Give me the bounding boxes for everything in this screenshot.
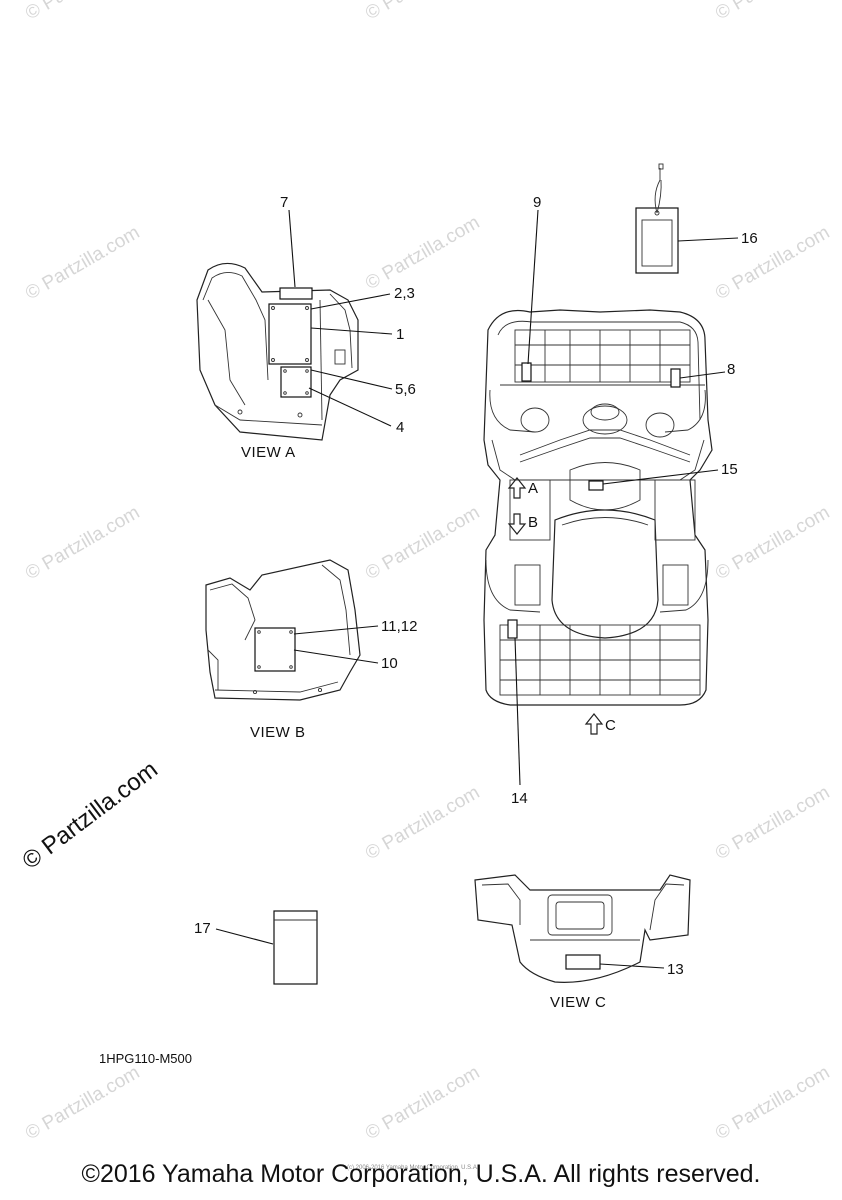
arrow-b-label: B (528, 514, 539, 531)
copyright-footer: ©2016 Yamaha Motor Corporation, U.S.A. A… (81, 1160, 761, 1188)
watermark: © Partzilla.com (712, 1062, 833, 1144)
atv-top-view (483, 309, 713, 706)
callout-11-12: 11,12 (381, 618, 417, 635)
callout-4: 4 (396, 419, 404, 436)
watermark: © Partzilla.com (712, 0, 833, 24)
callout-17: 17 (194, 920, 211, 937)
view-b-leaders (293, 625, 379, 664)
callout-14: 14 (511, 790, 528, 807)
watermark-large: © Partzilla.com (17, 756, 162, 875)
watermark: © Partzilla.com (712, 782, 833, 864)
callout-13: 13 (667, 961, 684, 978)
watermark: © Partzilla.com (362, 502, 483, 584)
watermark: © Partzilla.com (22, 222, 143, 304)
watermark: © Partzilla.com (362, 1062, 483, 1144)
callout-7: 7 (280, 194, 288, 211)
callout-8: 8 (727, 361, 735, 378)
callout-10: 10 (381, 655, 398, 672)
callout-1: 1 (396, 326, 404, 343)
watermark: © Partzilla.com (712, 502, 833, 584)
view-b-label: VIEW B (250, 724, 306, 741)
watermark: © Partzilla.com (22, 0, 143, 24)
view-a-leaders (288, 209, 393, 427)
small-notice: (c) 2006-2016 Yamaha Motor Corporation, … (347, 1165, 479, 1171)
watermark: © Partzilla.com (712, 222, 833, 304)
callout-15: 15 (721, 461, 738, 478)
arrow-c-label: C (605, 717, 616, 734)
callout-2-3: 2,3 (394, 285, 415, 302)
view-c-rear (474, 874, 691, 983)
arrow-a-label: A (528, 480, 539, 497)
callout-9: 9 (533, 194, 541, 211)
watermark: © Partzilla.com (362, 212, 483, 294)
atv-leaders (514, 209, 726, 786)
watermark-layer: © Partzilla.com © Partzilla.com © Partzi… (17, 0, 833, 1144)
hang-tag-16 (635, 163, 739, 274)
view-a-label: VIEW A (241, 444, 296, 461)
arrow-a-icon (507, 477, 527, 499)
watermark: © Partzilla.com (22, 502, 143, 584)
watermark: © Partzilla.com (362, 782, 483, 864)
callout-16: 16 (741, 230, 758, 247)
diagram-code: 1HPG110-M500 (99, 1051, 192, 1066)
callout-5-6: 5,6 (395, 381, 416, 398)
view-a-fender (196, 262, 359, 441)
arrow-c-icon (584, 713, 604, 735)
watermark: © Partzilla.com (22, 1062, 143, 1144)
view-c-label: VIEW C (550, 994, 606, 1011)
decal-17 (215, 910, 318, 985)
watermark: © Partzilla.com (362, 0, 483, 24)
arrow-b-icon (507, 513, 527, 535)
view-b-fender (205, 559, 361, 701)
